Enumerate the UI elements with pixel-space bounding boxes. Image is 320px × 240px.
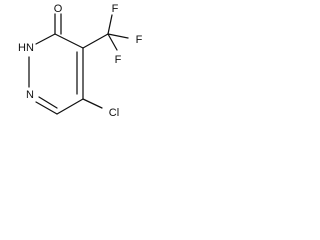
atom-label-f-top: F [112, 3, 119, 15]
bond-c5-cl [82, 98, 103, 109]
atom-label-oxygen: O [54, 3, 63, 15]
bond-c6-c5 [56, 98, 84, 115]
bond-n-c6 [35, 101, 58, 115]
bond-cf3-f-bottom [107, 33, 118, 51]
atom-label-nh: HN [18, 42, 34, 54]
atom-label-cl: Cl [109, 107, 119, 119]
bond-c4-c3 [54, 33, 84, 49]
chemical-structure: O HN N Cl F F F [18, 3, 143, 119]
bond-n-c6-double [38, 96, 58, 109]
bond-cf3-f-top [107, 14, 113, 35]
bond-c4-cf3 [82, 33, 109, 49]
bond-cf3-f-right [107, 33, 129, 39]
atom-label-f-bottom: F [115, 54, 122, 66]
atom-label-f-right: F [136, 34, 143, 46]
atom-label-n: N [26, 89, 34, 101]
bond-c3-nh [35, 33, 56, 45]
